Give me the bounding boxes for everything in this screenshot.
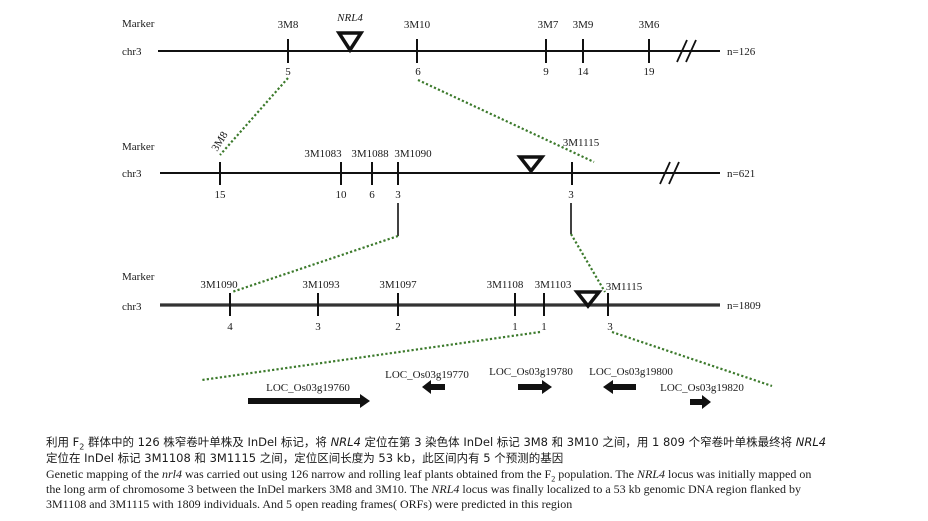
row3-marker-name: 3M1090 (200, 279, 238, 291)
row1-recombinant-count: 9 (543, 66, 549, 78)
row1-gene-label: NRL4 (336, 12, 363, 24)
orf-arrow-right-icon (690, 395, 711, 409)
connector-line (219, 77, 289, 156)
row2-locus-triangle-icon (516, 155, 546, 174)
row1-break-mark (676, 39, 688, 63)
row3-recombinant-count: 1 (541, 321, 547, 333)
connector-line (611, 330, 773, 388)
row2-recombinant-count: 15 (215, 189, 227, 201)
row2-break-mark (659, 161, 671, 185)
connector-line (417, 79, 595, 163)
row2-marker-name: 3M1088 (351, 148, 389, 160)
row1-locus-triangle-icon (335, 31, 365, 54)
gene-label: LOC_Os03g19800 (589, 366, 673, 378)
row1-marker-name: 3M8 (278, 19, 299, 31)
row2-recombinant-count: 3 (568, 189, 574, 201)
row3-recombinant-count: 2 (395, 321, 401, 333)
caption-english-line-3: 3M1108 and 3M1115 with 1809 individuals.… (46, 497, 573, 511)
row1-chr-label: chr3 (122, 46, 142, 58)
orf-arrow-right-icon (248, 394, 370, 408)
row2-chr-label: chr3 (122, 168, 142, 180)
orf-arrow-right-icon (518, 380, 552, 394)
row3-marker-name: 3M1103 (535, 279, 572, 291)
row2-population-size: n=621 (727, 168, 755, 180)
orf-arrow-left-icon (603, 380, 636, 394)
row1-recombinant-count: 14 (578, 66, 590, 78)
caption-english-line-2: the long arm of chromosome 3 between the… (46, 482, 801, 496)
row2-marker-name: 3M1115 (563, 137, 600, 149)
row2-break-mark (668, 161, 680, 185)
row3-marker-label: Marker (122, 271, 155, 283)
row2-recombinant-count: 10 (336, 189, 348, 201)
row2-marker-name: 3M1083 (304, 148, 342, 160)
gene-label: LOC_Os03g19780 (489, 366, 573, 378)
row2-marker-name: 3M8 (209, 129, 230, 153)
gene-label: LOC_Os03g19760 (266, 382, 350, 394)
row3-recombinant-count: 1 (512, 321, 518, 333)
row1-marker-name: 3M9 (573, 19, 594, 31)
row1-marker-name: 3M10 (404, 19, 431, 31)
row2-marker-name: 3M1090 (394, 148, 432, 160)
connector-line (570, 233, 606, 293)
row1-recombinant-count: 6 (415, 66, 421, 78)
row1-recombinant-count: 5 (285, 66, 291, 78)
row1-marker-label: Marker (122, 18, 155, 30)
row3-recombinant-count: 4 (227, 321, 233, 333)
gene-label: LOC_Os03g19820 (660, 382, 744, 394)
row2-recombinant-count: 3 (395, 189, 401, 201)
row1-population-size: n=126 (727, 46, 756, 58)
row3-chr-label: chr3 (122, 301, 142, 313)
row1-recombinant-count: 19 (644, 66, 656, 78)
row2-marker-label: Marker (122, 141, 155, 153)
orf-arrow-left-icon (422, 380, 445, 394)
gene-label: LOC_Os03g19770 (385, 369, 469, 381)
row2-recombinant-count: 6 (369, 189, 375, 201)
caption-english-line-1: Genetic mapping of the nrl4 was carried … (46, 467, 812, 484)
row1-marker-name: 3M7 (538, 19, 559, 31)
row3-marker-name: 3M1115 (606, 281, 643, 293)
row3-marker-name: 3M1093 (302, 279, 340, 291)
row1-break-mark (685, 39, 697, 63)
row3-recombinant-count: 3 (315, 321, 321, 333)
caption-chinese-line-1: 利用 F2 群体中的 126 株窄卷叶单株及 InDel 标记，将 NRL4 定… (46, 435, 827, 452)
caption-chinese-line-2: 定位在 InDel 标记 3M1108 和 3M1115 之间，定位区间长度为 … (46, 451, 564, 465)
row3-marker-name: 3M1108 (487, 279, 524, 291)
row3-recombinant-count: 3 (607, 321, 613, 333)
connector-line (231, 234, 399, 294)
row3-marker-name: 3M1097 (379, 279, 417, 291)
row1-marker-name: 3M6 (639, 19, 660, 31)
row3-locus-triangle-icon (573, 290, 603, 309)
row3-population-size: n=1809 (727, 300, 761, 312)
